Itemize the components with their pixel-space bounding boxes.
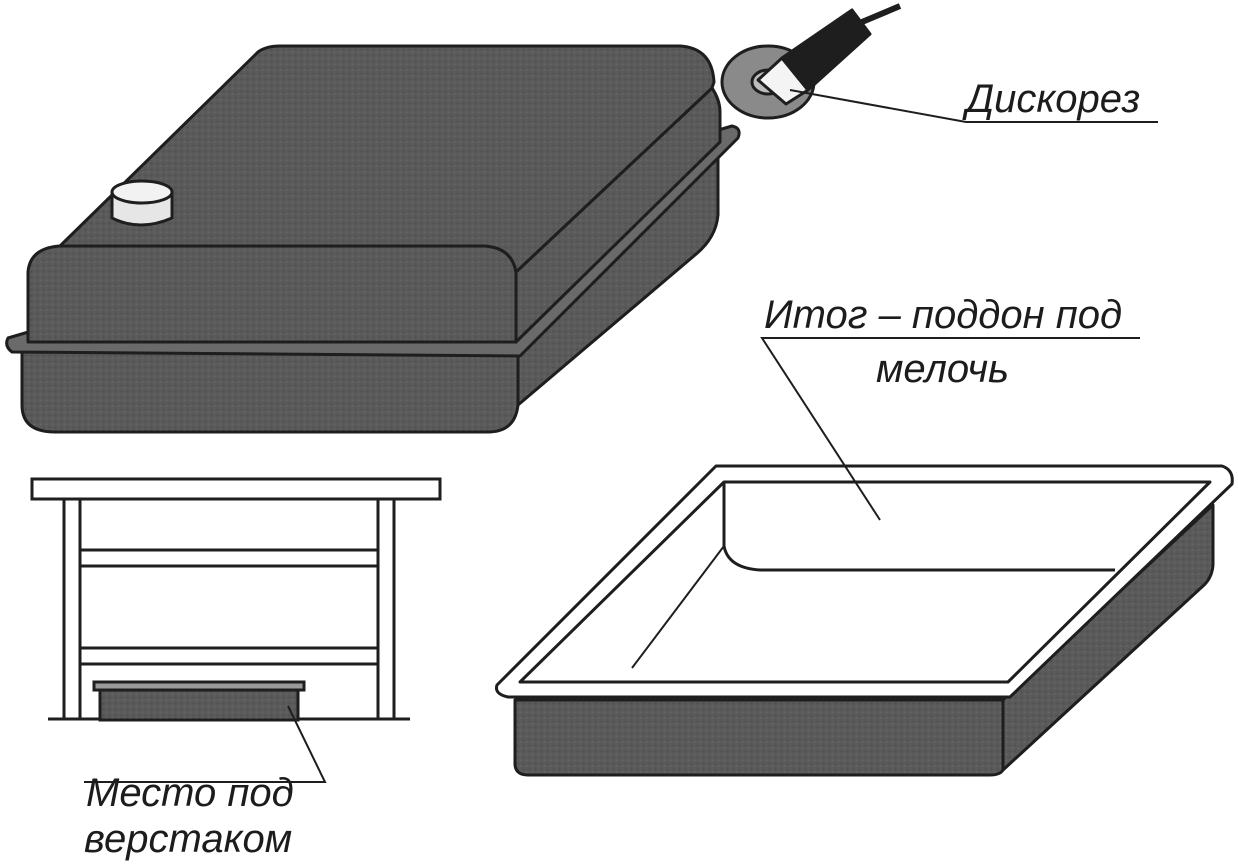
leader-lines: [84, 89, 1158, 783]
tray-front-wall: [513, 698, 1005, 777]
filler-cap-top: [110, 179, 174, 205]
tank-top: [58, 44, 716, 274]
workbench: [30, 477, 442, 722]
bench-rail-upper: [78, 548, 380, 568]
label-place-line2: верстаком: [84, 817, 292, 861]
tank-lower-front: [20, 346, 520, 434]
grinder-cord: [860, 3, 902, 25]
tray-inner-floor: [518, 480, 1212, 684]
result-tray: [495, 464, 1234, 777]
label-result-line2: мелочь: [876, 347, 1009, 391]
leader-result: [760, 337, 1140, 521]
tank-upper-front: [26, 244, 518, 344]
label-disc-cutter: Дискорез: [962, 77, 1140, 121]
disc-cutter-tool: [720, 3, 902, 120]
leader-place: [84, 705, 327, 783]
label-result-line1: Итог – поддон под: [764, 293, 1122, 337]
bench-leg-right: [376, 497, 396, 721]
leader-disc-cutter: [789, 89, 1158, 123]
tray-side-wall: [1001, 503, 1215, 772]
grinder-body: [780, 8, 872, 92]
bench-rail-lower: [78, 646, 380, 666]
tray-inner-left-edge: [631, 545, 725, 669]
small-tray-body: [98, 688, 300, 722]
fuel-tank: [5, 44, 741, 434]
bench-top: [30, 477, 442, 501]
bench-leg-left: [62, 497, 82, 721]
tank-lower-side: [516, 156, 720, 407]
label-place-line1: Место под: [86, 771, 294, 815]
